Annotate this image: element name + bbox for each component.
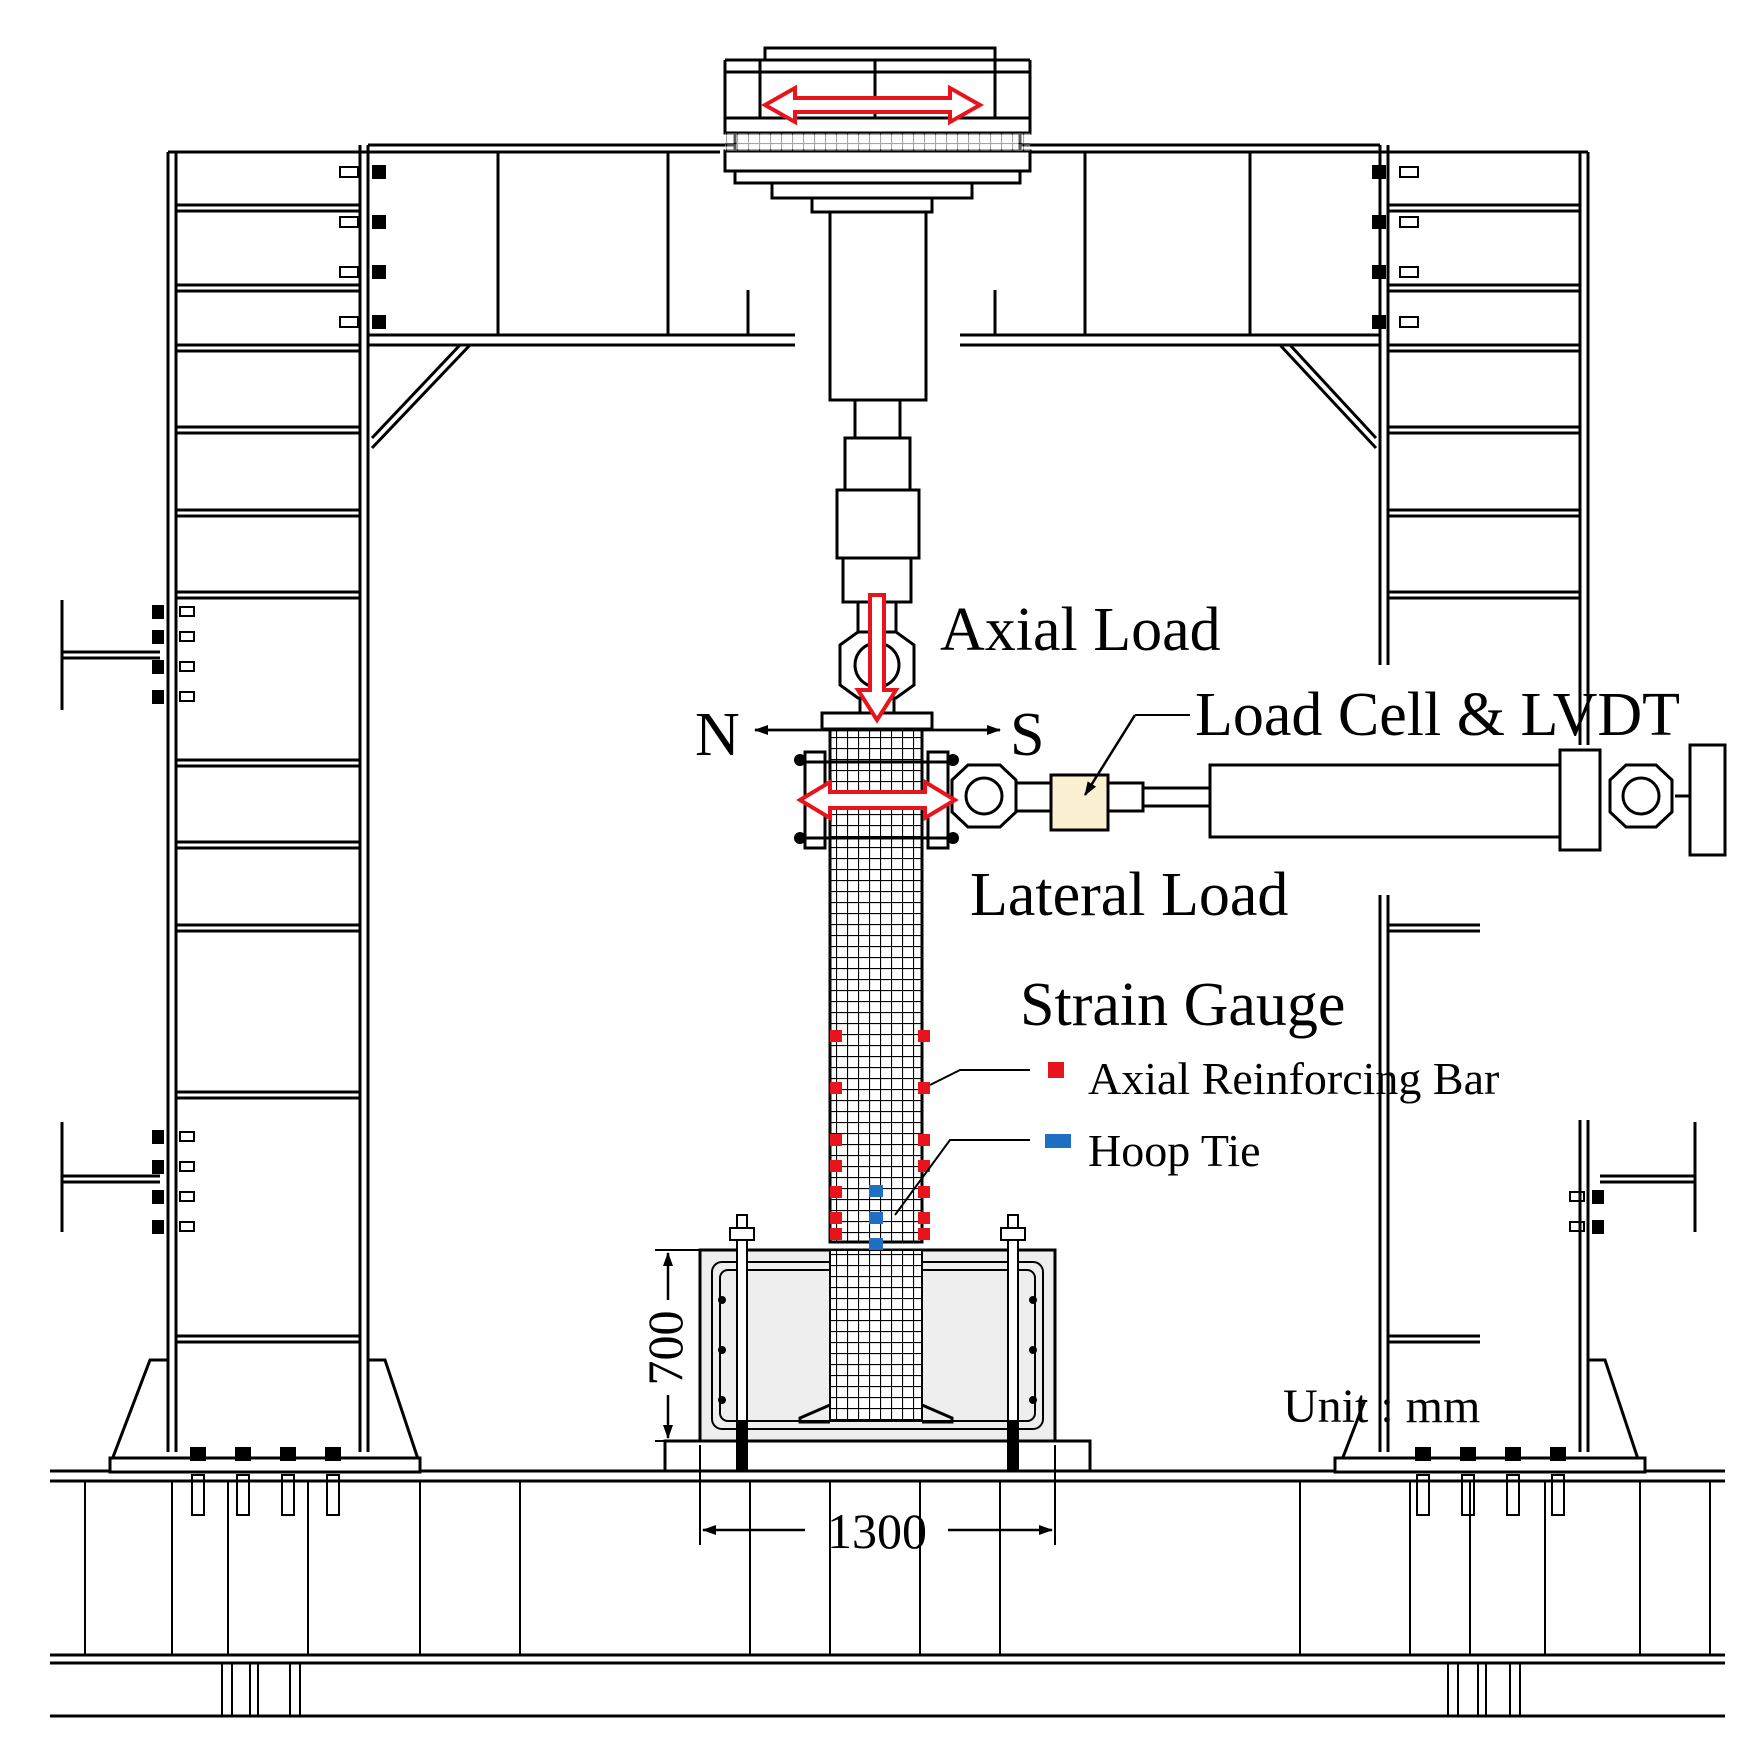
- lateral-load-label: Lateral Load: [970, 861, 1288, 929]
- specimen-column: [794, 711, 959, 1244]
- strain-gauge-label: Strain Gauge: [1020, 971, 1345, 1039]
- top-slider-cage: [723, 46, 1032, 151]
- reaction-frame-left: [60, 145, 422, 1474]
- load-cell-lvdt-label: Load Cell & LVDT: [1195, 681, 1680, 749]
- strong-floor: [50, 1469, 1725, 1718]
- top-lateral-arrow: [760, 84, 985, 126]
- lateral-actuator: [950, 743, 1727, 857]
- lateral-load-arrow: [796, 778, 959, 822]
- axial-load-arrow: [854, 593, 900, 724]
- load-cell: [1049, 773, 1110, 832]
- dimension-1300: [699, 1445, 1056, 1545]
- reaction-frame-right: [1333, 145, 1697, 1474]
- floor-anchor-bolts: [190, 1447, 1566, 1516]
- axial-load-label: Axial Load: [940, 596, 1221, 664]
- legend-axial-bar-label: Axial Reinforcing Bar: [1088, 1053, 1499, 1104]
- axial-bar-leader: [929, 1069, 1030, 1086]
- load-cell-leader: [1083, 714, 1137, 796]
- legend-axial-bar-swatch: [1048, 1062, 1064, 1078]
- specimen-footing: [663, 1214, 1092, 1473]
- hoop-tie-leader: [894, 1139, 1030, 1216]
- unit-label: Unit : mm: [1283, 1380, 1480, 1433]
- strain-gauges-hoop-tie: [869, 1185, 883, 1250]
- dimension-700: [655, 1249, 700, 1442]
- strain-gauges-axial-bar: [830, 1030, 930, 1240]
- legend-hoop-tie-label: Hoop Tie: [1088, 1125, 1261, 1176]
- south-label: S: [1010, 701, 1044, 769]
- north-label: N: [695, 701, 740, 769]
- dimension-1300-label: 1300: [827, 1503, 927, 1559]
- dimension-700-label: 700: [637, 1311, 693, 1386]
- legend-hoop-tie-swatch: [1045, 1134, 1071, 1148]
